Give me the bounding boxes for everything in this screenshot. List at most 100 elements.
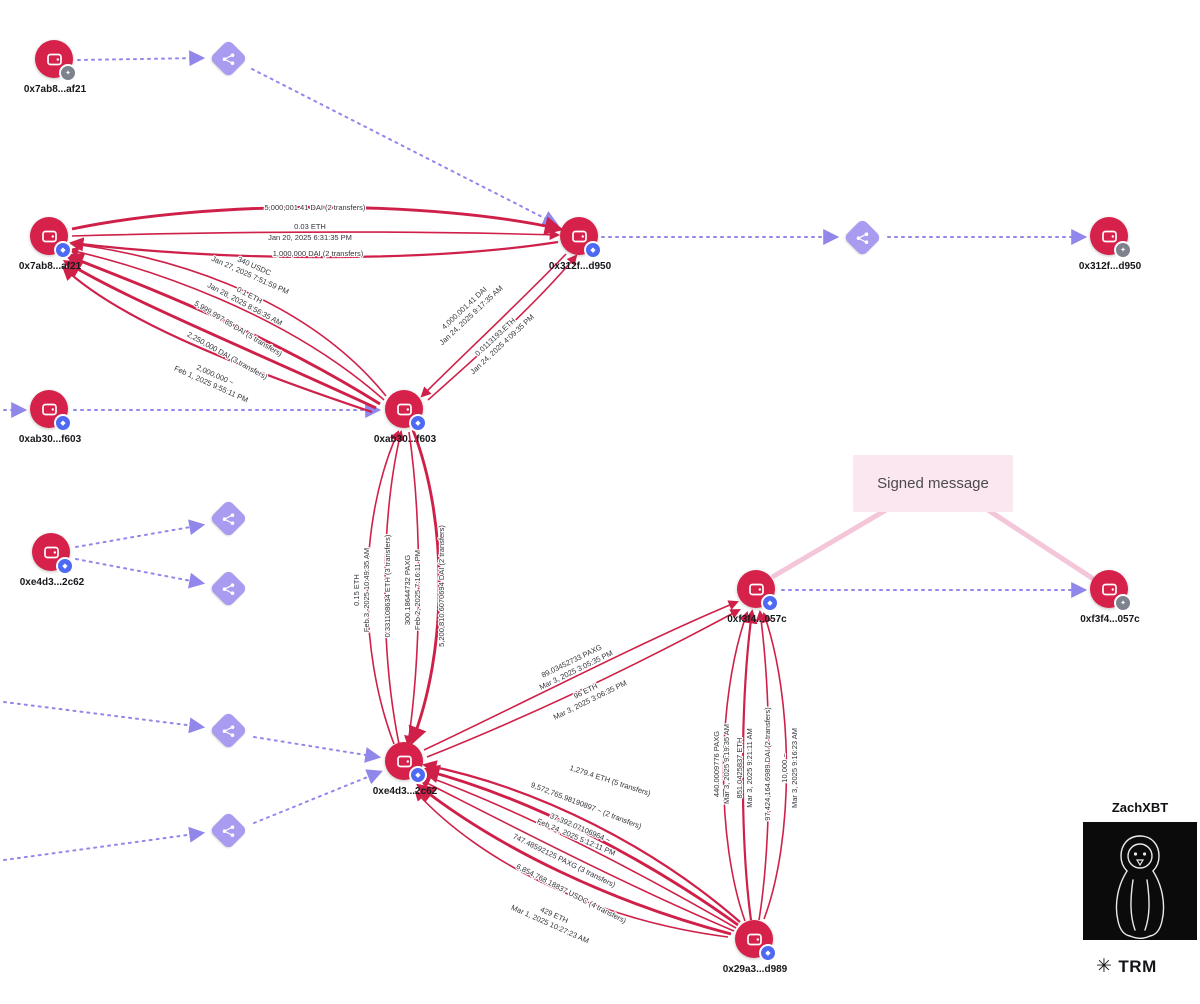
wallet-address-label: 0x29a3...d989 bbox=[722, 964, 788, 975]
edge-label: Feb 2, 2025 7:16:11 PM bbox=[413, 550, 422, 630]
wallet-node[interactable]: ✦ 0x7ab8...af21 bbox=[24, 40, 86, 95]
transfer-edge[interactable] bbox=[71, 229, 561, 240]
wallet-address-label: 0xab30...f603 bbox=[373, 434, 437, 445]
wallet-address-label: 0x312f...d950 bbox=[1078, 261, 1142, 272]
transfer-edge[interactable] bbox=[755, 609, 770, 921]
transfer-edge[interactable] bbox=[61, 266, 373, 414]
wallet-node[interactable]: ◆ 0xe4d3...2c62 bbox=[373, 742, 437, 797]
chain-badge-icon: ◆ bbox=[759, 944, 777, 962]
wallet-node[interactable]: ✦ 0x312f...d950 bbox=[1079, 217, 1141, 272]
wallet-node[interactable]: ◆ 0xab30...f603 bbox=[19, 390, 81, 445]
wallet-node[interactable]: ◆ 0x312f...d950 bbox=[549, 217, 611, 272]
chain-badge-icon: ◆ bbox=[584, 241, 602, 259]
transfer-edge[interactable] bbox=[722, 611, 750, 922]
edge-label: 5,000,001.41 DAI (2 transfers) bbox=[265, 203, 366, 212]
wallet-icon: ◆ bbox=[30, 390, 72, 432]
transfer-edge[interactable] bbox=[62, 260, 377, 410]
wallet-icon: ◆ bbox=[560, 217, 602, 259]
transfer-edge[interactable] bbox=[69, 239, 387, 397]
chain-badge-icon: ◆ bbox=[409, 766, 427, 784]
transfer-edge[interactable] bbox=[426, 609, 741, 758]
router-node[interactable] bbox=[208, 710, 248, 750]
transfer-edge[interactable] bbox=[421, 772, 737, 929]
transfer-edge[interactable] bbox=[420, 764, 739, 927]
transfer-edge[interactable] bbox=[69, 237, 559, 259]
transfer-edge[interactable] bbox=[422, 760, 741, 923]
transfer-edge[interactable] bbox=[416, 783, 732, 936]
transfer-edge[interactable] bbox=[414, 790, 729, 938]
wallet-node[interactable]: ✦ 0xf3f4...057c bbox=[1080, 570, 1140, 625]
chain-badge-icon: ◆ bbox=[54, 241, 72, 259]
transfer-edge[interactable] bbox=[366, 430, 400, 745]
hub-icon bbox=[221, 511, 235, 525]
edge-label: Jan 20, 2025 6:31:35 PM bbox=[268, 233, 352, 242]
router-node[interactable] bbox=[208, 498, 248, 538]
trm-logo-mark-icon: ✳ bbox=[1096, 956, 1113, 977]
attribution-label: ZachXBT bbox=[1111, 800, 1169, 815]
transfer-edge[interactable] bbox=[404, 431, 420, 747]
trace-edge[interactable] bbox=[75, 519, 206, 548]
wallet-node[interactable]: ◆ 0x7ab8...af21 bbox=[19, 217, 81, 272]
chain-badge-icon: ✦ bbox=[1114, 594, 1132, 612]
hub-icon bbox=[221, 51, 235, 65]
wallet-icon: ◆ bbox=[30, 217, 72, 259]
edge-label: Mar 3, 2025 9:19:35 AM bbox=[722, 724, 731, 804]
router-node[interactable] bbox=[208, 810, 248, 850]
transfer-edge[interactable] bbox=[408, 429, 441, 746]
trm-logo: ✳ TRM bbox=[1096, 955, 1157, 978]
edge-label: 97,424,164.6989 DAI (2 transfers) bbox=[763, 707, 772, 821]
transfer-edge[interactable] bbox=[419, 779, 735, 932]
trace-edge[interactable] bbox=[251, 68, 559, 226]
edge-label: 5,200,810.6070694 DAI (2 transfers) bbox=[437, 525, 446, 647]
trm-logo-text: TRM bbox=[1118, 956, 1157, 976]
wallet-address-label: 0x7ab8...af21 bbox=[18, 261, 82, 272]
transfer-edge[interactable] bbox=[427, 254, 578, 401]
edge-label: Mar 3, 2025 9:21:11 AM bbox=[745, 728, 754, 808]
wallet-address-label: 0xe4d3...2c62 bbox=[372, 786, 438, 797]
transfer-edge[interactable] bbox=[420, 253, 567, 398]
edge-label: 0.03 ETH bbox=[294, 222, 326, 231]
wallet-node[interactable]: ◆ 0xe4d3...2c62 bbox=[20, 533, 84, 588]
wallet-icon: ◆ bbox=[737, 570, 779, 612]
chain-badge-icon: ◆ bbox=[54, 414, 72, 432]
signed-message-annotation[interactable]: Signed message bbox=[853, 455, 1013, 512]
router-node[interactable] bbox=[842, 217, 882, 257]
trace-edge[interactable] bbox=[3, 826, 206, 861]
wallet-address-label: 0xab30...f603 bbox=[18, 434, 82, 445]
edge-label: Mar 3, 2025 9:16:23 AM bbox=[790, 728, 799, 808]
wallet-node[interactable]: ◆ 0xf3f4...057c bbox=[727, 570, 787, 625]
transfer-edge[interactable] bbox=[64, 252, 381, 406]
wallet-icon: ◆ bbox=[385, 742, 427, 784]
edge-label: 0.15 ETH bbox=[352, 574, 361, 606]
hub-icon bbox=[855, 230, 869, 244]
trace-edge[interactable] bbox=[253, 769, 383, 824]
transfer-edge[interactable] bbox=[71, 205, 564, 235]
edge-label: 851.0425837 ETH bbox=[735, 738, 744, 799]
router-node[interactable] bbox=[208, 38, 248, 78]
transfer-edge[interactable] bbox=[67, 246, 385, 401]
edge-label: 440.0009776 PAXG bbox=[712, 731, 721, 797]
wallet-icon: ◆ bbox=[735, 920, 777, 962]
edge-label: 1,279.4 ETH (5 transfers) bbox=[569, 763, 653, 798]
transfer-edge[interactable] bbox=[423, 600, 739, 751]
wallet-node[interactable]: ◆ 0xab30...f603 bbox=[374, 390, 436, 445]
signed-message-label: Signed message bbox=[877, 475, 989, 492]
wallet-icon: ✦ bbox=[1090, 217, 1132, 259]
router-node[interactable] bbox=[208, 568, 248, 608]
transfer-edge[interactable] bbox=[741, 609, 758, 921]
transfer-edge[interactable] bbox=[384, 429, 405, 745]
trace-edge[interactable] bbox=[253, 736, 382, 763]
annotation-connector bbox=[771, 507, 889, 579]
trace-edge[interactable] bbox=[75, 558, 206, 589]
wallet-icon: ◆ bbox=[32, 533, 74, 575]
edge-label: Feb 3, 2025 10:49:35 AM bbox=[362, 548, 371, 632]
chain-badge-icon: ✦ bbox=[1114, 241, 1132, 259]
trace-edge[interactable] bbox=[3, 701, 206, 734]
wallet-node[interactable]: ◆ 0x29a3...d989 bbox=[723, 920, 787, 975]
annotation-connector bbox=[985, 507, 1095, 581]
transfer-edge[interactable] bbox=[761, 612, 788, 920]
trace-edge[interactable] bbox=[77, 50, 206, 67]
chain-badge-icon: ✦ bbox=[59, 64, 77, 82]
